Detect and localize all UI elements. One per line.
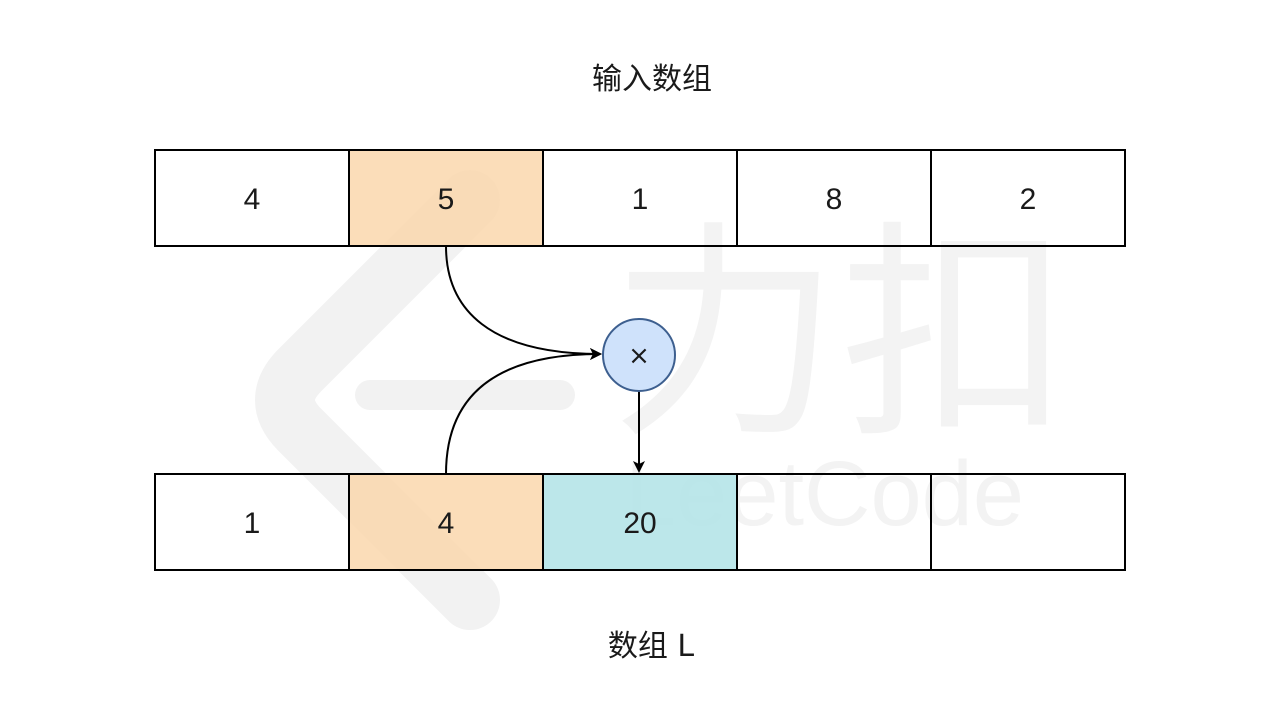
input-array-title: 输入数组 (592, 62, 712, 97)
multiply-operator: × (602, 318, 676, 392)
output-cell-value: 20 (623, 507, 656, 540)
input-cell-0: 4 (154, 149, 350, 247)
output-cell-3 (736, 473, 932, 571)
input-cell-4: 2 (930, 149, 1126, 247)
input-cell-2: 1 (542, 149, 738, 247)
output-cell-1: 4 (348, 473, 544, 571)
output-array-l: 1 4 20 (154, 473, 1126, 571)
input-cell-value: 4 (244, 183, 261, 216)
watermark-brand-text: 力扣 (610, 203, 1070, 470)
output-cell-box (736, 473, 932, 571)
output-array-title: 数组 L (608, 629, 695, 664)
input-cell-value: 5 (438, 183, 455, 216)
output-cell-value: 4 (438, 507, 455, 540)
input-cell-value: 1 (632, 183, 649, 216)
arrow-from-input-highlight (445, 245, 602, 360)
input-cell-value: 2 (1020, 183, 1037, 216)
output-cell-value: 1 (244, 507, 261, 540)
input-cell-1: 5 (348, 149, 544, 247)
watermark-logo-icon (255, 170, 500, 630)
input-cell-3: 8 (736, 149, 932, 247)
output-cell-0: 1 (154, 473, 350, 571)
output-cell-4 (930, 473, 1126, 571)
arrow-from-output-highlight (445, 348, 602, 475)
input-array: 4 5 1 8 2 (154, 149, 1126, 247)
output-cell-box (542, 473, 738, 571)
output-cell-2: 20 (542, 473, 738, 571)
multiply-icon: × (628, 341, 650, 371)
input-cell-box (930, 149, 1126, 247)
multiply-node (602, 318, 676, 392)
input-cell-value: 8 (826, 183, 843, 216)
output-cell-box (930, 473, 1126, 571)
